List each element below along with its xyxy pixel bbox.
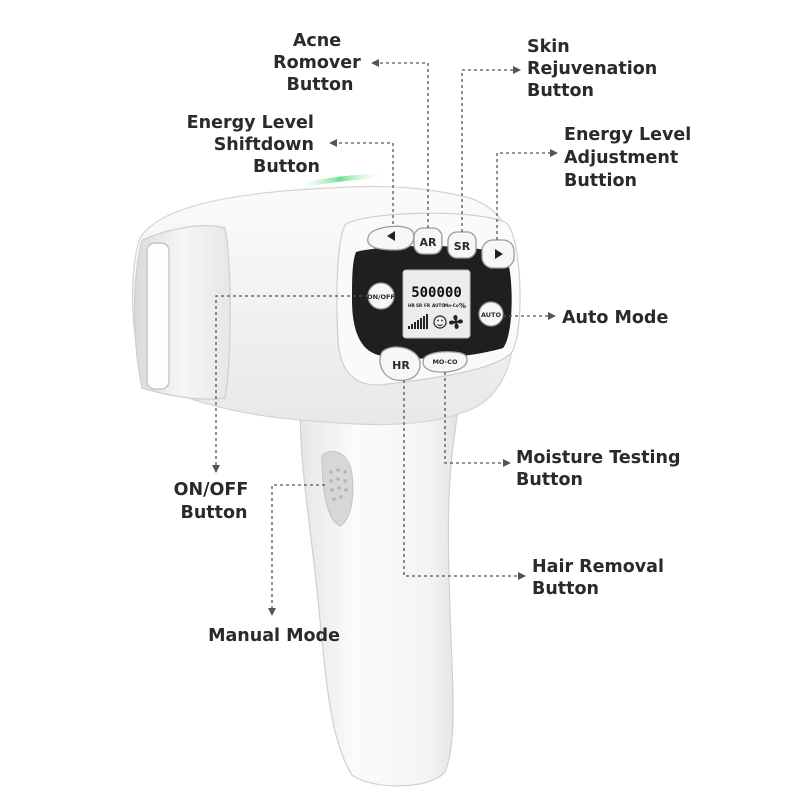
energy-shiftdown-button[interactable] xyxy=(367,225,415,251)
mo-co-button-label: MO-CO xyxy=(432,358,458,366)
lcd-mode-row: HR SR FR AUTO Mo-Co % xyxy=(408,302,466,310)
callout-acne-remover: Acne Romover Button xyxy=(273,31,367,95)
lcd-mode-hr: HR xyxy=(408,303,416,308)
grip-dots xyxy=(329,468,348,501)
callout-skin-rejuvenation: Skin Rejuvenation Button xyxy=(527,37,663,101)
leader-energy-adjustment xyxy=(496,152,551,240)
lcd-counter: 500000 xyxy=(411,285,462,301)
leader-skin-rejuvenation xyxy=(461,69,514,232)
arrow-auto-mode xyxy=(548,312,556,320)
callout-hair-removal: Hair Removal Button xyxy=(532,557,670,599)
right-triangle-icon xyxy=(495,249,503,259)
leader-hair-removal xyxy=(403,380,519,577)
lcd-mode-moco: Mo-Co xyxy=(444,303,459,308)
arrow-hair-removal xyxy=(518,572,526,580)
leader-manual-mode xyxy=(271,484,325,608)
lcd-mode-fr: FR xyxy=(424,303,431,308)
left-triangle-icon xyxy=(387,231,395,241)
hr-button-label: HR xyxy=(392,359,410,372)
lcd-mode-auto: AUTO xyxy=(432,303,445,308)
arrow-on-off xyxy=(212,465,220,473)
arrow-skin-rejuvenation xyxy=(513,66,521,74)
on-off-button-label: ON/OFF xyxy=(367,293,395,301)
callout-energy-shiftdown: Energy Level Shiftdown Button xyxy=(187,113,320,177)
leader-energy-shiftdown xyxy=(336,142,394,224)
leader-on-off xyxy=(215,295,368,465)
arrow-moisture-testing xyxy=(503,459,511,467)
ar-button[interactable]: AR xyxy=(413,227,443,255)
treatment-window xyxy=(146,242,170,390)
callout-energy-adjustment: Energy Level Adjustment Buttion xyxy=(564,125,697,191)
ar-button-label: AR xyxy=(420,236,438,249)
sr-button[interactable]: SR xyxy=(447,231,477,259)
arrow-acne-remover xyxy=(371,59,379,67)
arrow-energy-shiftdown xyxy=(329,139,337,147)
on-off-button[interactable]: ON/OFF xyxy=(367,282,395,310)
lcd-fan-icon xyxy=(449,315,463,329)
leader-moisture-testing xyxy=(444,372,504,464)
lcd-mode-sr: SR xyxy=(416,303,423,308)
arrow-manual-mode xyxy=(268,608,276,616)
auto-button[interactable]: AUTO xyxy=(478,301,504,327)
lcd-percent: % xyxy=(459,302,466,310)
lcd-face-icon xyxy=(433,315,447,329)
lcd-energy-bars xyxy=(408,314,428,329)
indicator-light xyxy=(292,173,388,190)
leader-lines xyxy=(212,59,558,616)
mo-co-button[interactable]: MO-CO xyxy=(422,351,468,373)
hr-button[interactable]: HR xyxy=(379,346,421,382)
callout-moisture-testing: Moisture Testing Button xyxy=(516,448,687,490)
sr-button-label: SR xyxy=(454,240,471,253)
callout-labels: Acne Romover Button Skin Rejuvenation Bu… xyxy=(174,31,697,646)
device-body: 500000 HR SR FR AUTO Mo-Co % xyxy=(131,173,521,787)
callout-manual-mode: Manual Mode xyxy=(208,626,340,646)
leader-acne-remover xyxy=(378,62,429,228)
energy-adjustment-button[interactable] xyxy=(481,239,515,269)
auto-button-label: AUTO xyxy=(481,311,502,319)
callout-on-off: ON/OFF Button xyxy=(174,480,255,523)
callout-auto-mode: Auto Mode xyxy=(562,308,668,328)
arrow-energy-adjustment xyxy=(550,149,558,157)
